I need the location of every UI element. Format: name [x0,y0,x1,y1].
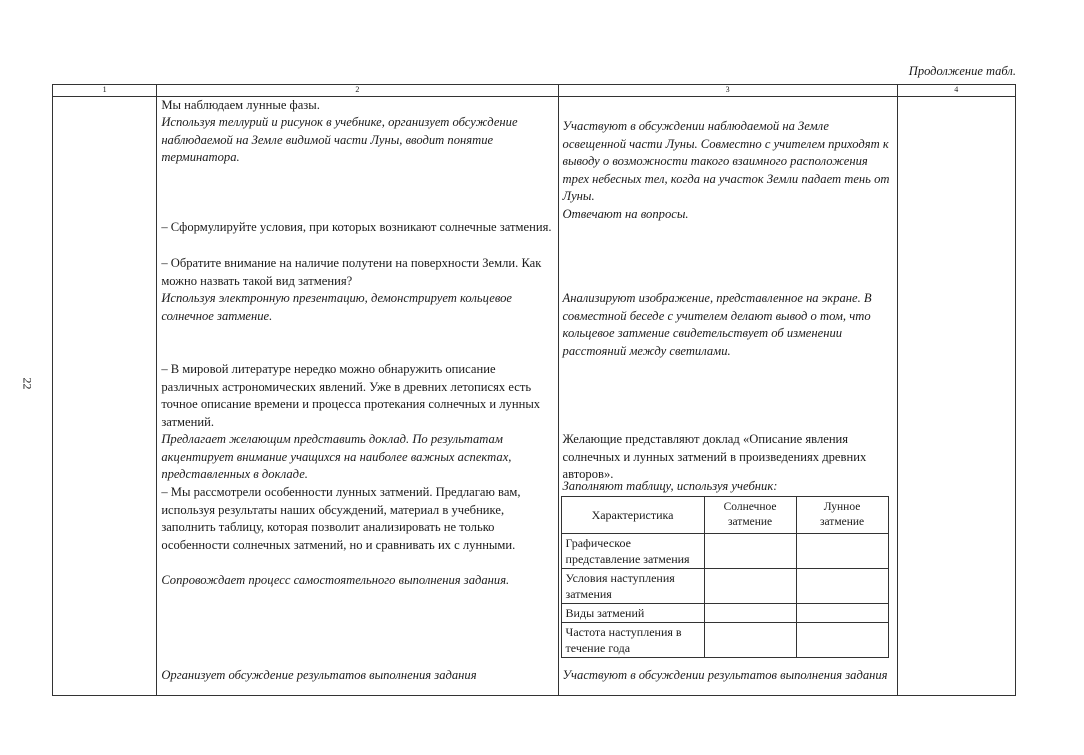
teacher-text-8: – Мы рассмотрели особенности лунных затм… [161,485,521,552]
teacher-text-1: Мы наблюдаем лунные фазы. [161,98,320,112]
comparison-row-label: Условия наступления затмения [560,568,705,604]
comparison-cell-lunar[interactable] [795,622,889,658]
teacher-activity-cell: Мы наблюдаем лунные фазы. Используя телл… [156,96,559,696]
comparison-cell-solar[interactable] [703,603,797,623]
table-row: Частота наступления в течение года [560,622,889,658]
stage-cell [51,96,158,696]
teacher-text-4: – Обратите внимание на наличие полутени … [161,256,542,288]
comparison-cell-solar[interactable] [703,533,797,569]
header-col-3: 3 [557,84,898,97]
teacher-text-2: Используя теллурий и рисунок в учебнике,… [161,115,518,165]
teacher-text-9: Сопровождает процесс самостоятельного вы… [161,573,510,587]
comparison-cell-solar[interactable] [703,568,797,604]
table-continuation-caption: Продолжение табл. [908,64,1016,78]
student-text-6: Участвуют в обсуждении результатов выпол… [562,668,888,682]
header-col-4: 4 [896,84,1017,97]
table-row: Графическое представление затмения [560,533,889,569]
teacher-text-6: – В мировой литературе нередко можно обн… [161,362,541,429]
student-text-3: Анализируют изображение, представленное … [562,291,872,358]
lesson-plan-table: 1 2 3 4 Мы наблюдаем лунные фазы. Исполь… [51,84,1017,696]
table-row: Условия наступления затмения [560,568,889,604]
student-activity-cell: Участвуют в обсуждении наблюдаемой на Зе… [557,96,898,696]
comparison-cell-lunar[interactable] [795,568,889,604]
comparison-row-label: Графическое представление затмения [560,533,705,569]
table-row: Виды затмений [560,603,889,623]
student-text-4: Желающие представляют доклад «Описание я… [562,432,867,482]
comparison-header-characteristic: Характеристика [560,496,705,534]
teacher-text-3: – Сформулируйте условия, при которых воз… [161,220,552,234]
header-col-2: 2 [156,84,559,97]
student-text-5: Заполняют таблицу, используя учебник: [562,479,778,493]
teacher-text-5: Используя электронную презентацию, демон… [161,291,513,323]
student-text-2: Отвечают на вопросы. [562,207,689,221]
teacher-text-10: Организует обсуждение результатов выполн… [161,668,477,682]
student-text-1: Участвуют в обсуждении наблюдаемой на Зе… [562,119,890,204]
notes-cell [896,96,1017,696]
comparison-header-lunar: Лунное затмение [795,496,889,534]
comparison-header-row: Характеристика Солнечное затмение Лунное… [560,496,889,534]
header-row: 1 2 3 4 [51,84,1017,97]
page-number: 22 [20,377,35,390]
comparison-row-label: Виды затмений [560,603,705,623]
eclipse-comparison-table: Характеристика Солнечное затмение Лунное… [560,496,889,658]
comparison-cell-solar[interactable] [703,622,797,658]
comparison-header-solar: Солнечное затмение [703,496,797,534]
comparison-row-label: Частота наступления в течение года [560,622,705,658]
comparison-cell-lunar[interactable] [795,533,889,569]
header-col-1: 1 [51,84,158,97]
comparison-cell-lunar[interactable] [795,603,889,623]
teacher-text-7: Предлагает желающим представить доклад. … [161,432,512,482]
content-row: Мы наблюдаем лунные фазы. Используя телл… [51,96,1017,696]
